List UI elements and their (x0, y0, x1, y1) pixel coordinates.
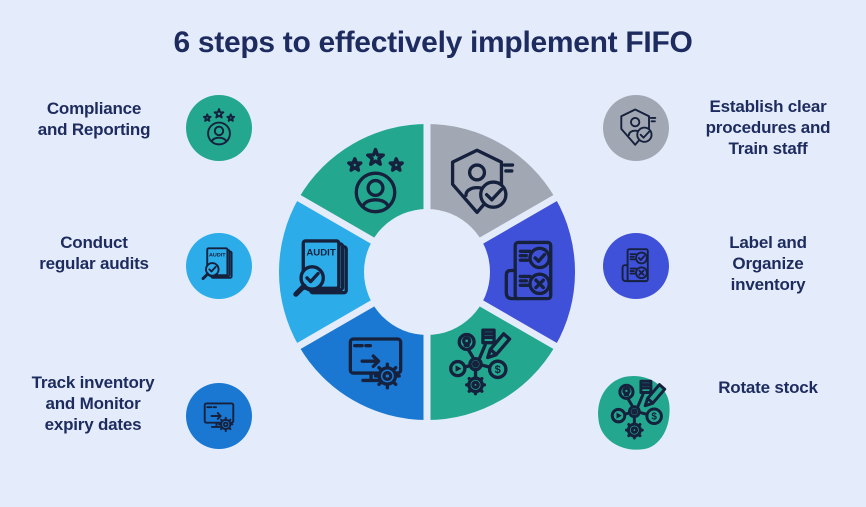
badge-label-organize-inventory (603, 233, 669, 299)
label-track-inventory: Track inventory and Monitor expiry dates (31, 373, 155, 434)
wheel-center-hole (364, 209, 490, 335)
audit-document-icon (198, 245, 240, 287)
page-title: 6 steps to effectively implement FIFO (173, 26, 693, 59)
badge-conduct-regular-audits (186, 233, 252, 299)
fifo-wheel-svg (278, 122, 576, 422)
badge-track-inventory (186, 383, 252, 449)
badge-rotate-stock (594, 372, 674, 454)
label-establish-procedures: Establish clear procedures and Train sta… (705, 97, 831, 158)
label-compliance-and-reporting: Compliance and Reporting (37, 99, 151, 139)
shield-person-check-icon (615, 107, 657, 149)
wheel-segment-conduct-regular-audits (278, 198, 427, 346)
monitor-gear-icon (198, 395, 240, 437)
label-rotate-stock: Rotate stock (718, 378, 818, 397)
wheel-segment-label-and-organize-inventory (427, 198, 576, 346)
badge-establish-procedures (603, 95, 669, 161)
fifo-wheel (277, 122, 577, 422)
checklist-check-cross-icon (615, 245, 657, 287)
audit-document-icon (296, 241, 346, 294)
user-rating-stars-icon (198, 107, 240, 149)
label-organize-inventory: Label and Organize inventory (729, 233, 807, 294)
badge-compliance-and-reporting (186, 95, 252, 161)
label-conduct-regular-audits: Conduct regular audits (39, 233, 149, 273)
process-network-icon (604, 376, 670, 442)
